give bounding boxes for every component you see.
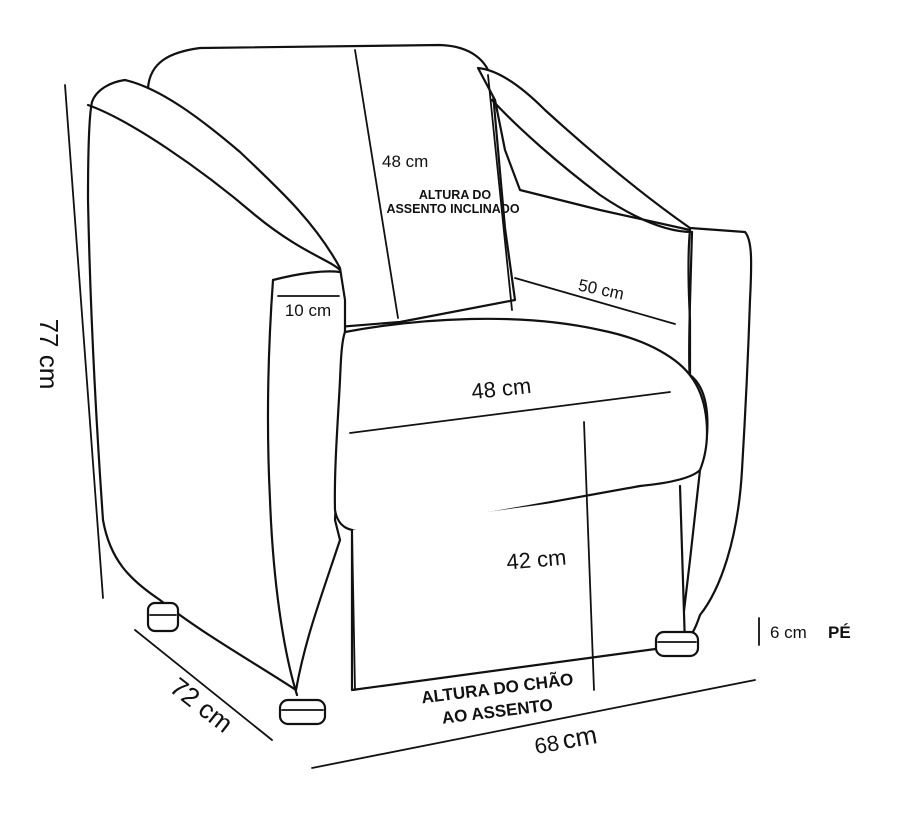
- seat-depth-label: 50 cm: [577, 276, 626, 304]
- depth-dimension-line: [134, 629, 273, 741]
- front-left-foot: [278, 698, 327, 726]
- arm-width-label: 10 cm: [285, 301, 331, 320]
- armchair-drawing: [86, 43, 753, 726]
- backrest-note-line2: ASSENTO INCLINADO: [386, 202, 519, 216]
- backrest-dimension-line-2: [487, 74, 513, 311]
- seat-depth-dimension-line: [514, 277, 676, 325]
- seat-height-label: 42 cm: [505, 544, 567, 574]
- left-arm-front-edge: [266, 278, 299, 697]
- width-label-group: 68 cm: [533, 719, 600, 759]
- left-arm-top-edge: [271, 270, 342, 282]
- right-arm-inner-top: [490, 98, 694, 234]
- seat-width-label: 48 cm: [470, 373, 532, 404]
- front-base-panel: [350, 484, 687, 692]
- seat-cushion-outline: [333, 317, 709, 532]
- foot-label: PÉ: [828, 623, 851, 642]
- seat-height-dimension-line: [583, 421, 595, 691]
- back-left-foot: [146, 601, 180, 633]
- height-dimension-line: [64, 84, 104, 599]
- width-dimension-line: [311, 679, 756, 769]
- seat-width-dimension-line: [349, 391, 671, 434]
- backrest-dimension-line: [354, 49, 399, 319]
- base-left-edge: [351, 529, 356, 691]
- total-height-label: 77 cm: [34, 319, 64, 390]
- right-arm-front-edge: [688, 230, 694, 382]
- front-right-foot: [654, 630, 700, 658]
- left-arm-front-face: [86, 103, 342, 272]
- backrest-note-line1: ALTURA DO: [419, 188, 491, 202]
- foot-height-label: 6 cm: [770, 623, 807, 642]
- width-unit-label: cm: [560, 719, 599, 755]
- dimension-lines: [64, 49, 760, 769]
- backrest-height-label: 48 cm: [382, 152, 428, 171]
- width-label: 68: [533, 730, 561, 759]
